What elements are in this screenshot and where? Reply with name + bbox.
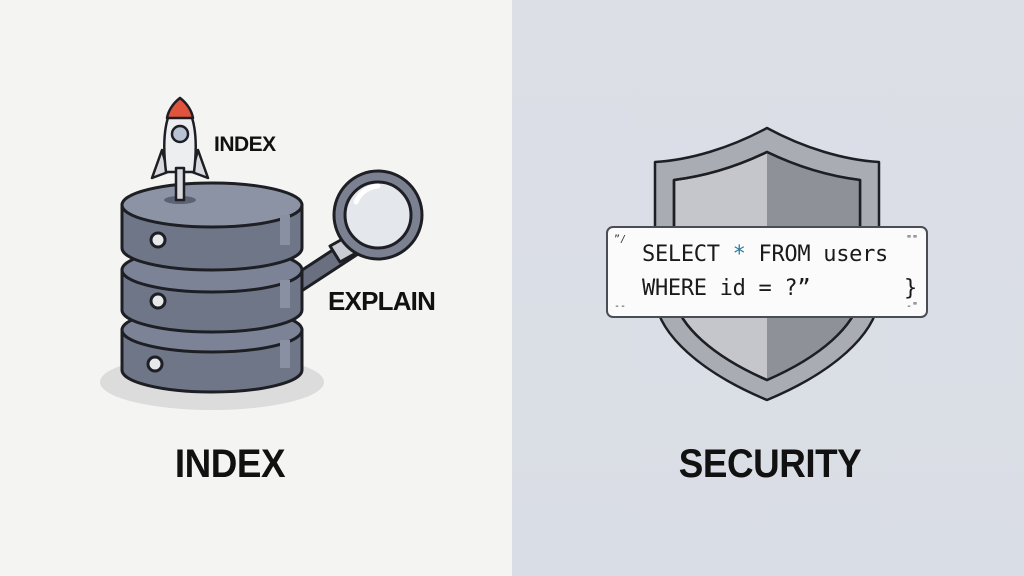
sql-where: WHERE id = ?” [642, 276, 811, 301]
sql-query-box: ”/ "" -- -" SELECT * FROM users WHERE id… [606, 226, 928, 318]
corner-mark-top-right: "" [905, 234, 918, 245]
rocket-index-label: INDEX [214, 133, 276, 156]
open-quote-mark: ”/ [614, 234, 627, 245]
sql-closing-brace: } [904, 276, 917, 301]
sql-select: SELECT [642, 242, 733, 267]
sql-wildcard: * [732, 242, 746, 267]
rocket-icon [150, 96, 210, 204]
sql-from-users: FROM users [745, 242, 889, 267]
sql-line-2: WHERE id = ?” [642, 276, 811, 301]
security-title: SECURITY [678, 442, 862, 486]
database-icon [120, 181, 304, 394]
magnifying-glass-icon [288, 169, 424, 294]
explain-label: EXPLAIN [328, 286, 436, 316]
corner-mark-bottom-right: -" [905, 301, 918, 312]
sql-line-1: SELECT * FROM users [642, 242, 888, 267]
index-title: INDEX [174, 442, 286, 486]
corner-mark-bottom-left: -- [614, 301, 627, 312]
index-illustration [100, 96, 424, 410]
